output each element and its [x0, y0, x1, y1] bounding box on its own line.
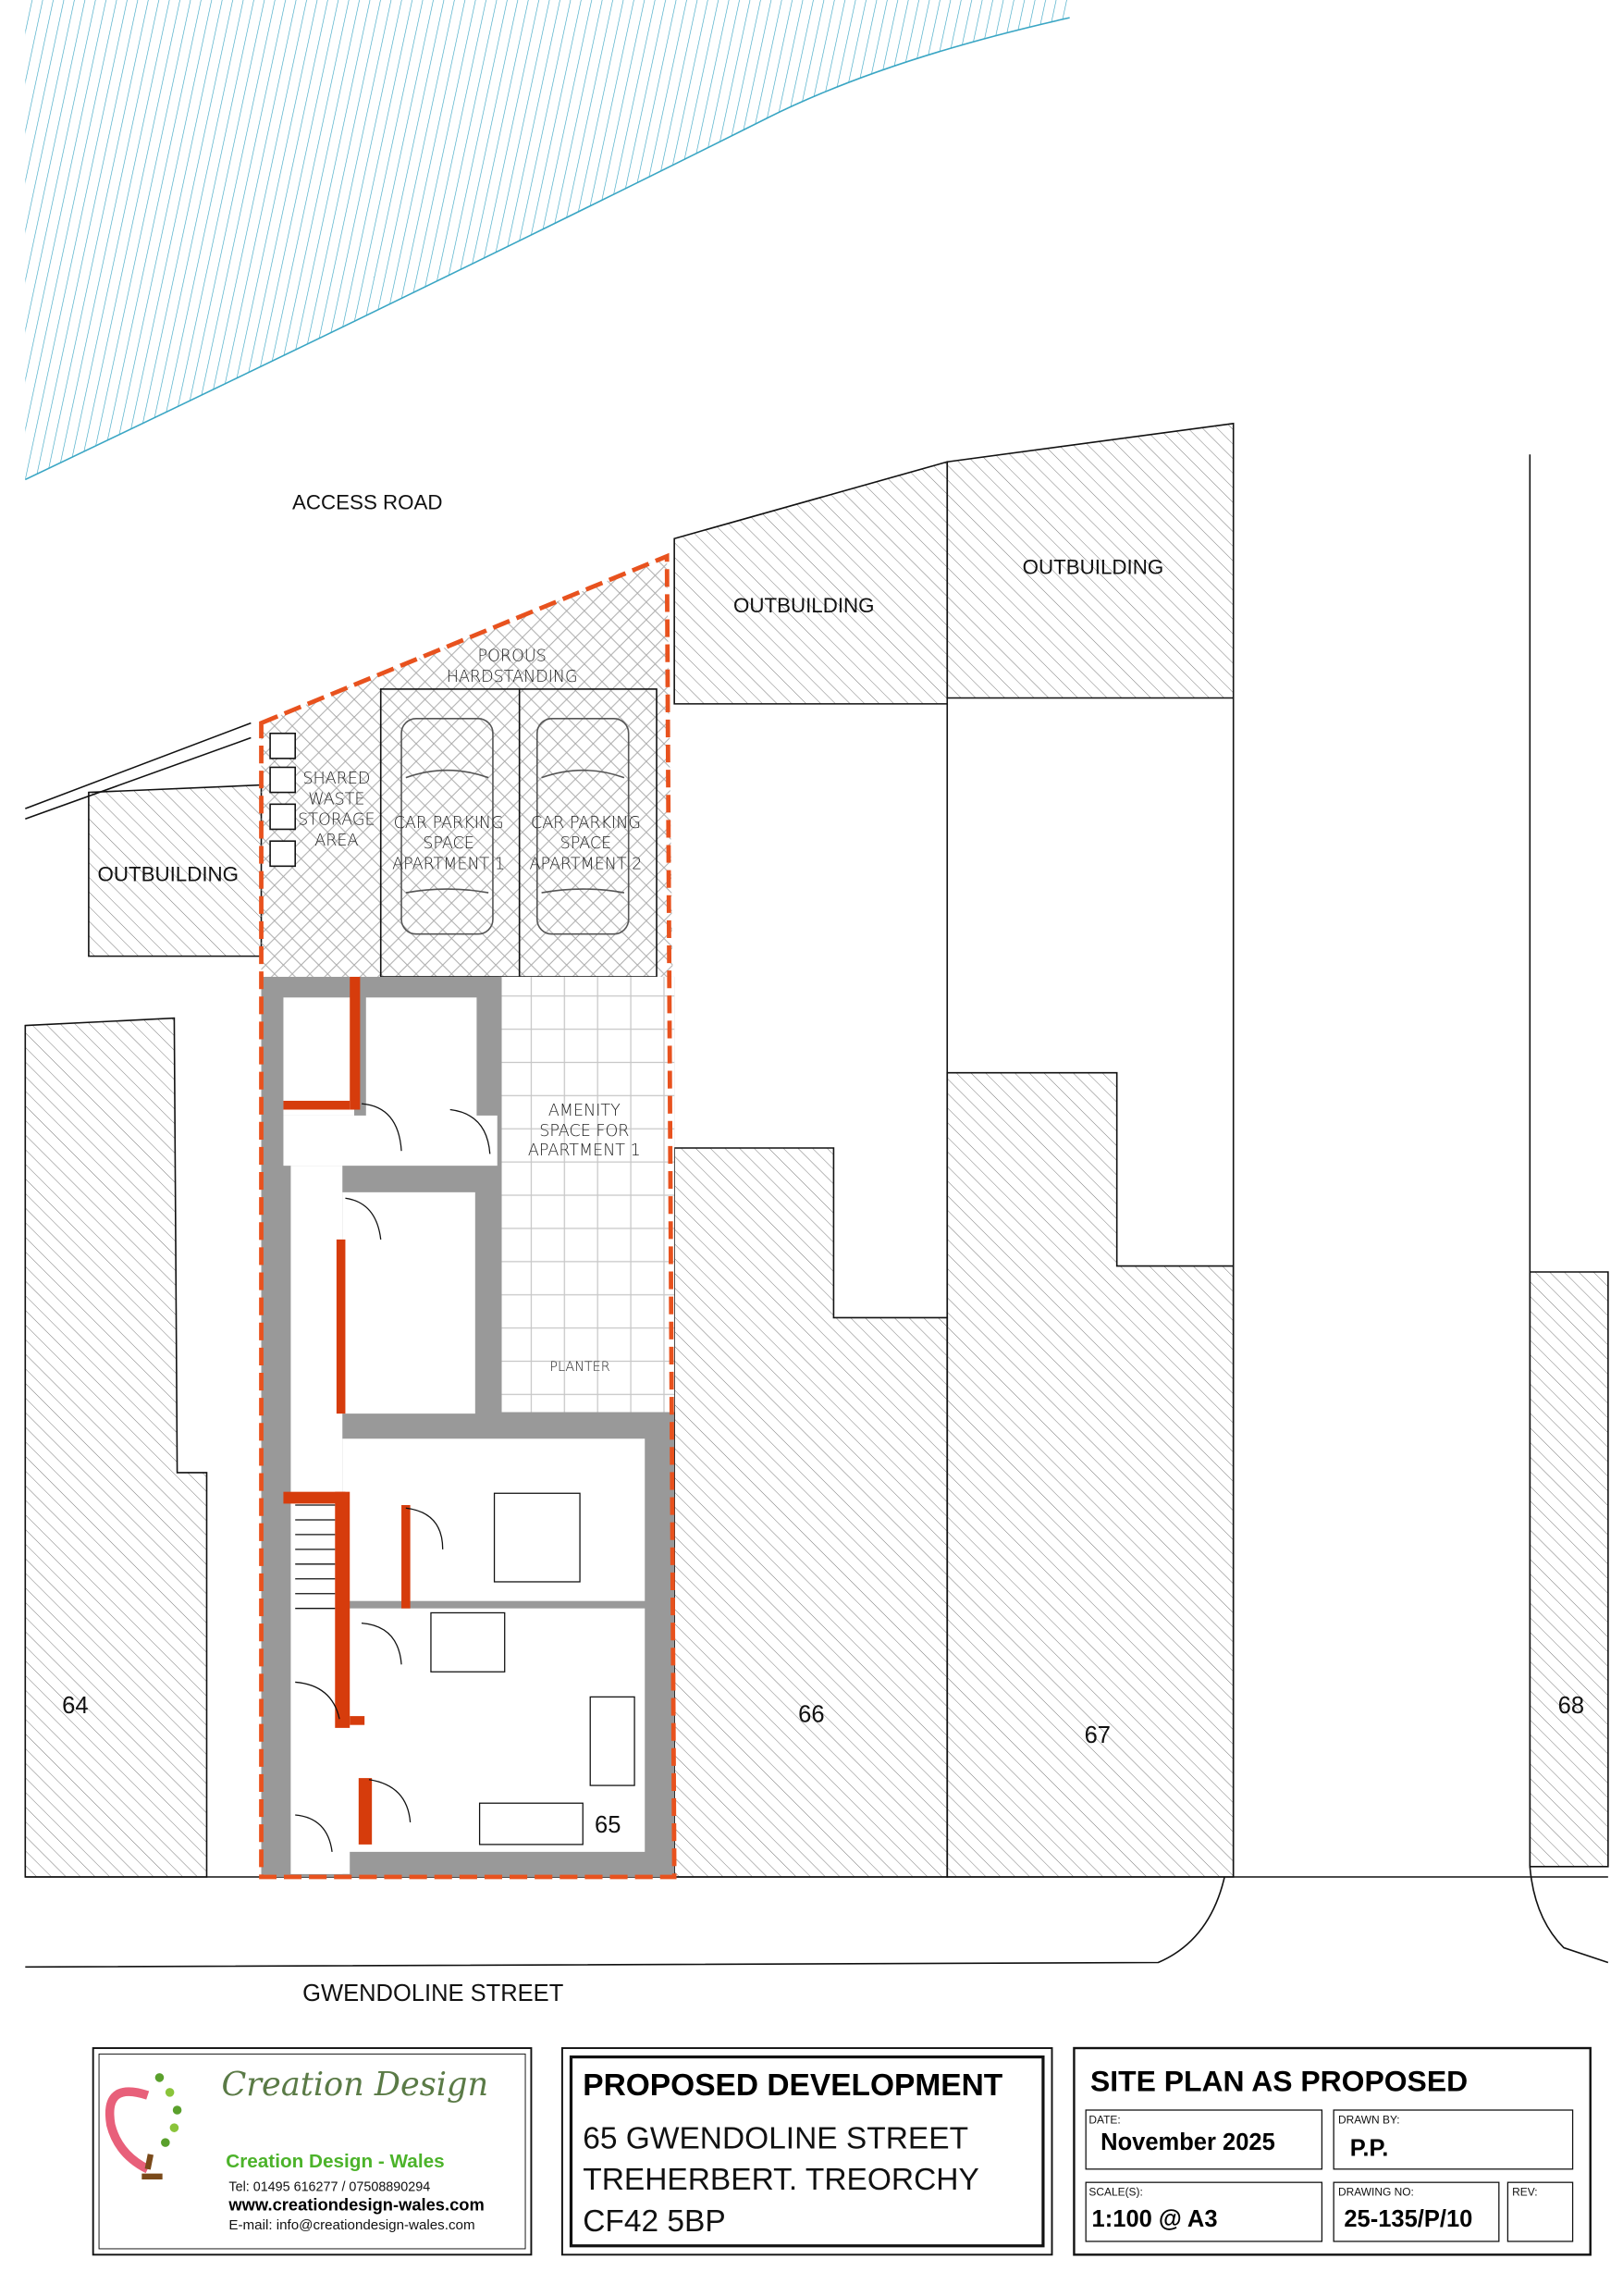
- project-address: CF42 5BP: [583, 2204, 725, 2239]
- embankment-hatch: [25, 0, 1070, 480]
- porous-hardstanding: [261, 556, 673, 977]
- waste-label: SHARED: [302, 770, 370, 788]
- drawing-no-label: DRAWING NO:: [1338, 2186, 1414, 2199]
- house-64: [24, 1017, 208, 1878]
- drawing-no-value: 25-135/P/10: [1344, 2206, 1472, 2232]
- house-number: 65: [595, 1812, 621, 1838]
- parking2-label: SPACE: [560, 834, 612, 853]
- house-66: [673, 1147, 949, 1878]
- waste-label: STORAGE: [298, 811, 375, 830]
- parking2-label: APARTMENT 2: [530, 856, 643, 874]
- rev-label: REV:: [1512, 2186, 1537, 2199]
- house-number: 66: [798, 1702, 824, 1728]
- waste-bins: [269, 732, 297, 868]
- parking1-label: CAR PARKING: [394, 814, 504, 833]
- parking2-label: CAR PARKING: [531, 814, 641, 833]
- parking1-label: APARTMENT 1: [392, 856, 505, 874]
- company-name: Creation Design - Wales: [226, 2151, 444, 2172]
- car-icon: [400, 718, 494, 935]
- house-67: [946, 1071, 1235, 1878]
- project-address: 65 GWENDOLINE STREET: [583, 2121, 968, 2155]
- date-label: DATE:: [1088, 2113, 1120, 2126]
- embankment-edge: [24, 17, 1070, 481]
- amenity-label: SPACE FOR: [539, 1122, 629, 1141]
- outbuilding-mid: [673, 461, 949, 705]
- drawn-by-label: DRAWN BY:: [1338, 2113, 1400, 2126]
- house-number: 64: [62, 1693, 88, 1719]
- company-logo: Creation Design: [105, 2066, 488, 2179]
- planter-label: PLANTER: [549, 1360, 609, 1375]
- outbuilding-label: OUTBUILDING: [97, 862, 239, 885]
- title-block: Creation Design Creation Design - Wales …: [92, 2046, 1592, 2256]
- waste-label: AREA: [314, 832, 358, 850]
- house-number: 68: [1558, 1693, 1584, 1719]
- company-email: E-mail: info@creationdesign-wales.com: [228, 2217, 474, 2233]
- scale-value: 1:100 @ A3: [1092, 2206, 1218, 2232]
- neighbouring-buildings: [24, 422, 1609, 1969]
- waste-label: WASTE: [308, 790, 364, 809]
- building-65: [261, 976, 675, 1877]
- access-road-label: ACCESS ROAD: [292, 490, 443, 513]
- hardstanding-label: POROUS: [478, 648, 547, 666]
- hardstanding-label: HARDSTANDING: [447, 668, 578, 686]
- road-lines: [25, 1876, 1608, 1969]
- logo-text: Creation Design: [221, 2066, 488, 2104]
- street-label: GWENDOLINE STREET: [302, 1981, 563, 2006]
- outbuilding-label: OUTBUILDING: [1023, 556, 1164, 579]
- date-value: November 2025: [1100, 2129, 1275, 2155]
- outbuilding-label: OUTBUILDING: [733, 594, 875, 617]
- company-tel: Tel: 01495 616277 / 07508890294: [228, 2180, 430, 2195]
- project-heading: PROPOSED DEVELOPMENT: [583, 2068, 1003, 2103]
- amenity-label: APARTMENT 1: [528, 1142, 641, 1160]
- company-web: www.creationdesign-wales.com: [227, 2194, 484, 2214]
- fence-lines: [25, 722, 252, 821]
- site-boundary: [259, 552, 677, 1880]
- sheet-title: SITE PLAN AS PROPOSED: [1090, 2064, 1468, 2097]
- drawn-by-value: P.P.: [1350, 2135, 1389, 2161]
- house-number: 67: [1085, 1722, 1111, 1748]
- house-68: [1529, 1271, 1609, 1868]
- parking1-label: SPACE: [423, 834, 474, 853]
- project-address: TREHERBERT. TREORCHY: [583, 2163, 979, 2197]
- car-icon: [536, 718, 630, 935]
- amenity-label: AMENITY: [548, 1102, 621, 1120]
- scale-label: SCALE(S):: [1088, 2186, 1142, 2199]
